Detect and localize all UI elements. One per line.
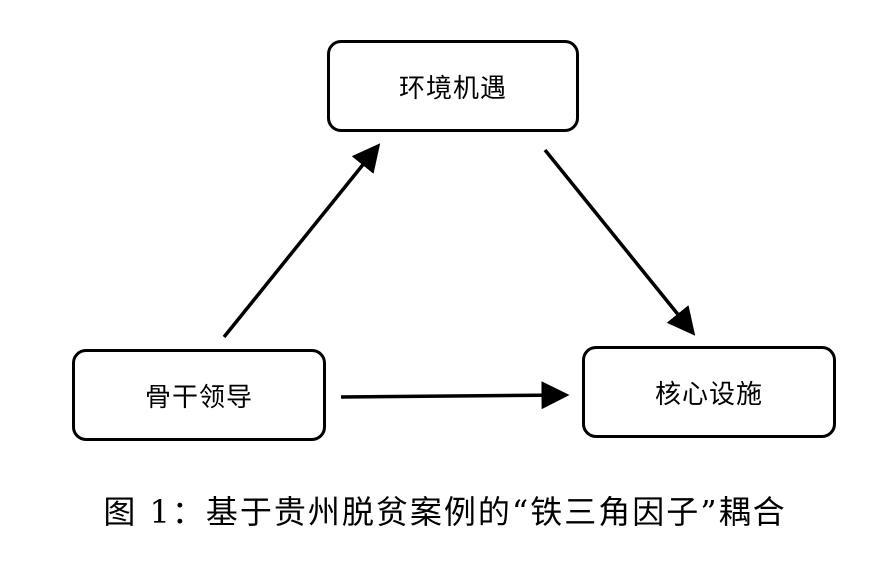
node-backbone-leadership: 骨干领导 [72, 349, 326, 441]
node-environment-opportunity: 环境机遇 [327, 40, 579, 132]
figure-caption: 图 1：基于贵州脱贫案例的“铁三角因子”耦合 [103, 493, 787, 531]
arrow-left-to-right [340, 381, 570, 410]
arrow-left-to-top [222, 143, 381, 339]
node-label: 骨干领导 [144, 382, 253, 413]
node-label: 核心设施 [654, 379, 763, 410]
arrow-top-to-right [543, 148, 696, 336]
node-label: 环境机遇 [398, 73, 507, 104]
node-core-facilities: 核心设施 [582, 346, 836, 438]
